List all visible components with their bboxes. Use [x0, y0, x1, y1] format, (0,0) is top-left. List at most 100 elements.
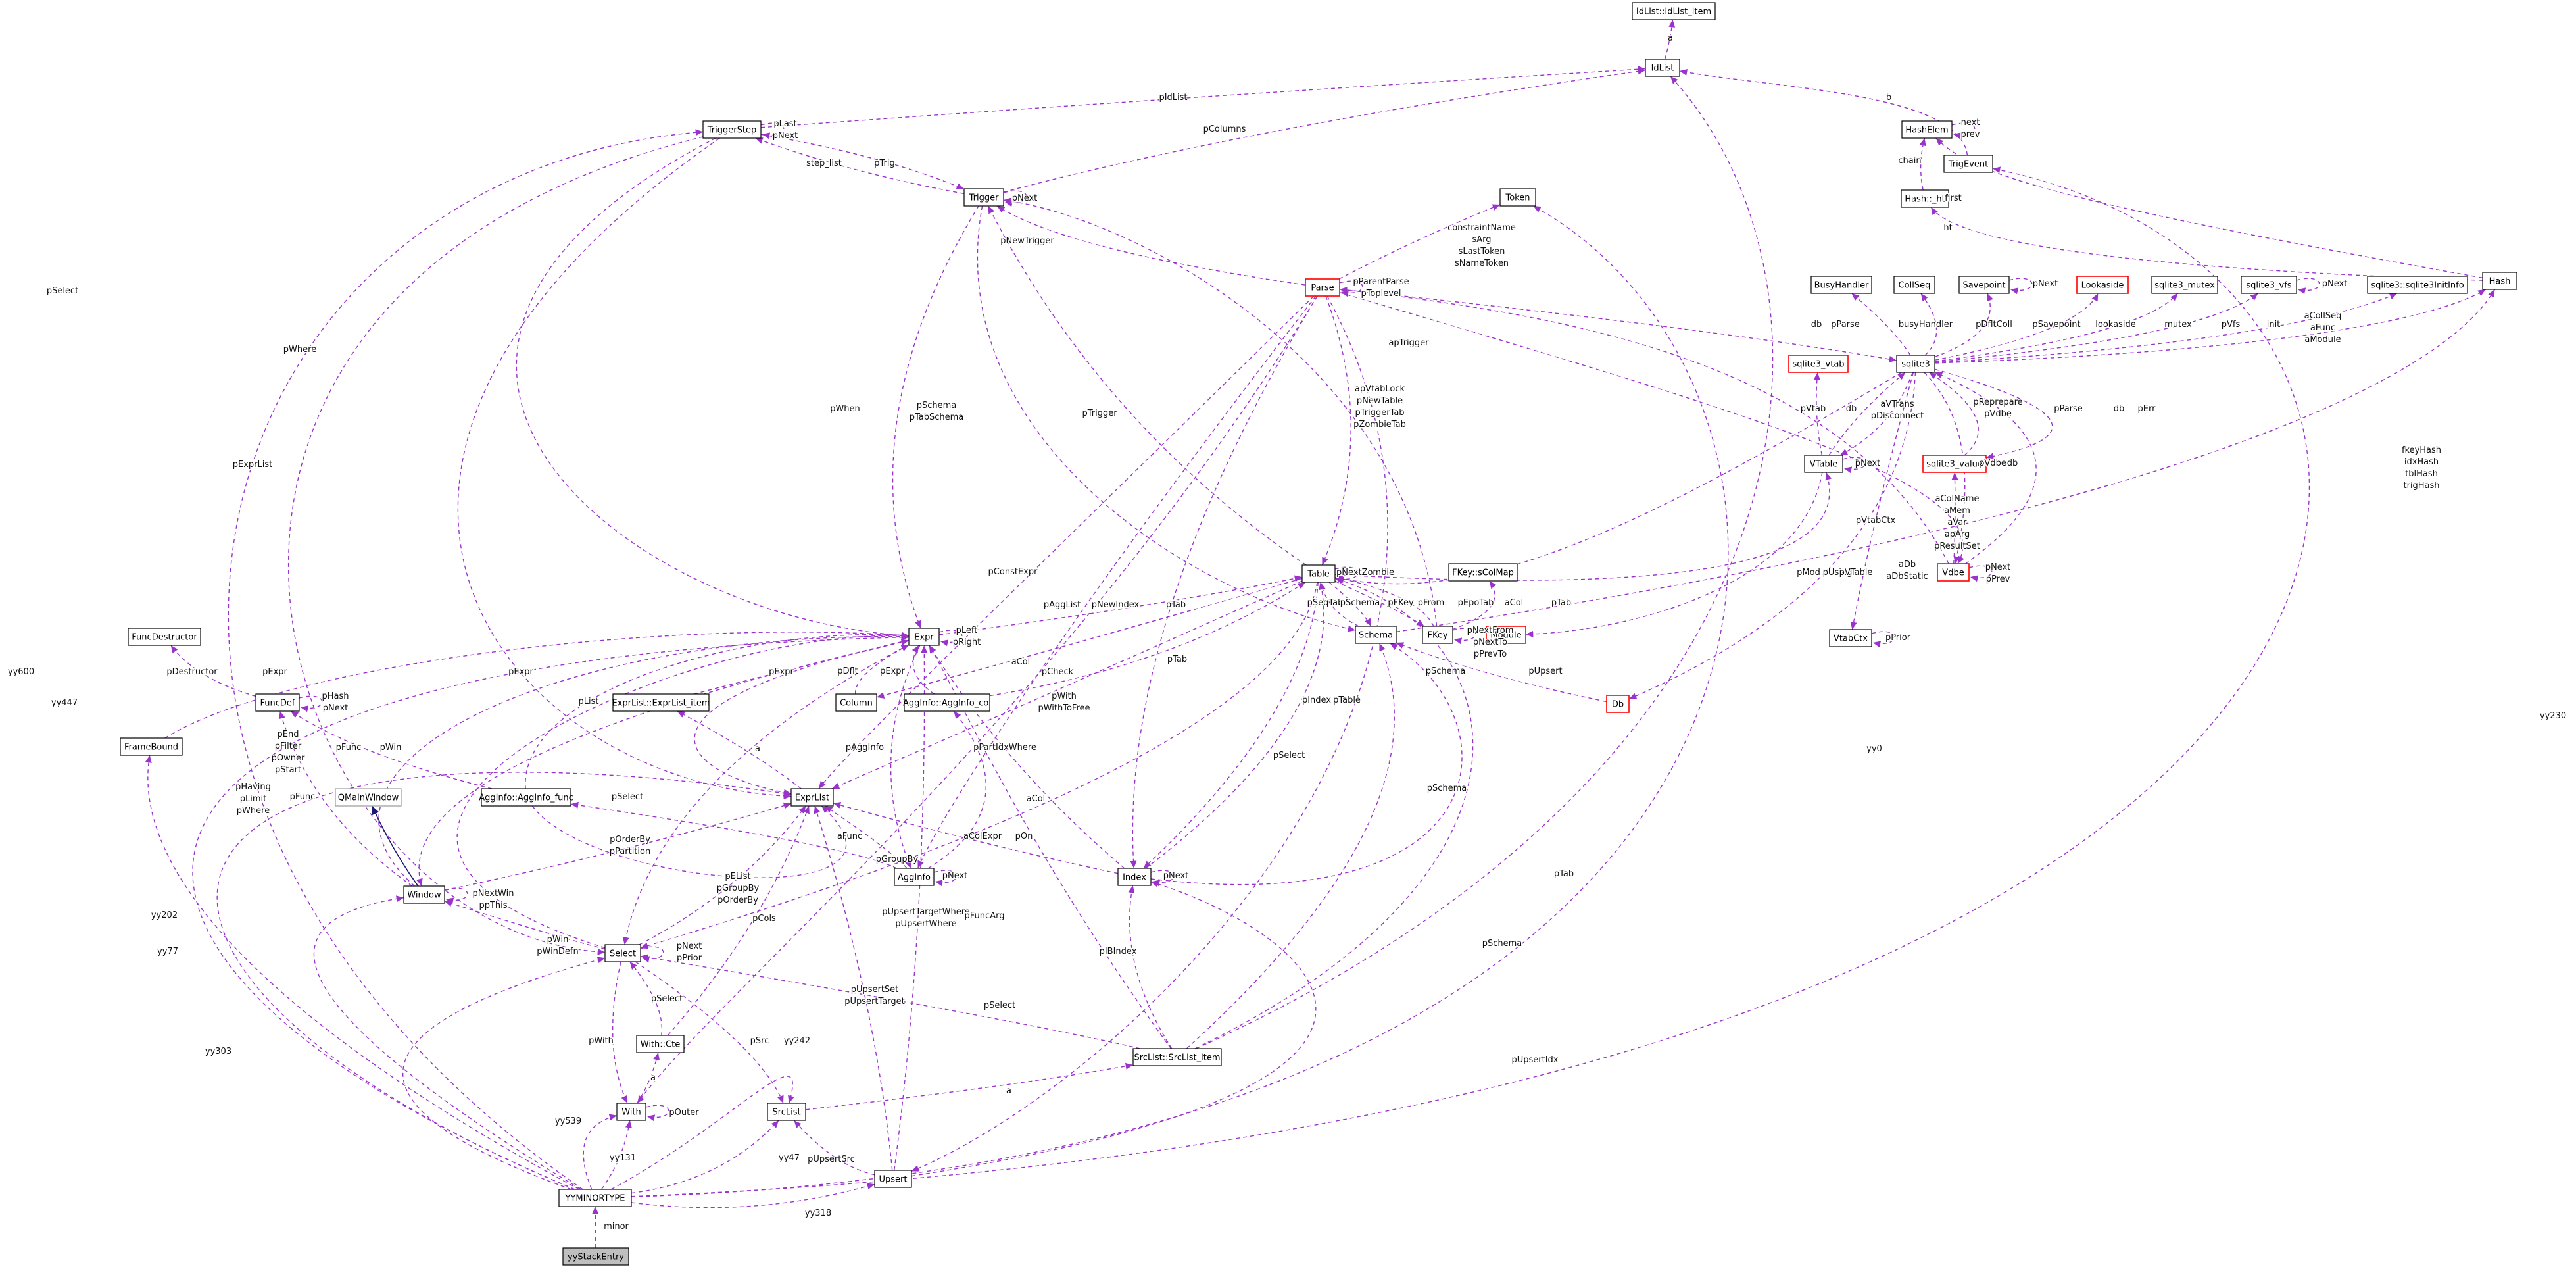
- node-withcte[interactable]: With::Cte: [636, 1035, 685, 1053]
- node-yyminortype[interactable]: YYMINORTYPE: [558, 1189, 632, 1207]
- node-label-qmainwindow: QMainWindow: [338, 793, 399, 803]
- node-agginfo[interactable]: AggInfo: [894, 868, 935, 886]
- edge-yyminortype-exprlist: [216, 772, 792, 1190]
- self-edge-vtabctx: [1871, 631, 1895, 648]
- edge-label: pDflt: [837, 666, 858, 676]
- node-trigger[interactable]: Trigger: [963, 188, 1004, 207]
- node-hashelem[interactable]: HashElem: [1901, 120, 1953, 139]
- edge-label: pExpr: [769, 667, 794, 677]
- edge-label: pPartIdxWhere: [973, 743, 1036, 753]
- edge-table-column: [876, 578, 1303, 699]
- self-edge-index: [1150, 870, 1175, 887]
- node-select[interactable]: Select: [604, 944, 641, 962]
- edge-hash-hash_ht: [1930, 207, 2483, 281]
- node-funcdestructor[interactable]: FuncDestructor: [128, 628, 201, 646]
- edge-select-with: [612, 961, 628, 1104]
- node-box-with: [616, 1103, 646, 1121]
- node-with[interactable]: With: [616, 1103, 646, 1121]
- edge-sqlite3-hash: [1934, 289, 2486, 364]
- edge-sqlite3-db: [1628, 372, 1916, 700]
- node-hash[interactable]: Hash: [2482, 272, 2517, 290]
- node-collseq[interactable]: CollSeq: [1893, 276, 1935, 294]
- node-vfs[interactable]: sqlite3_vfs: [2241, 276, 2297, 294]
- node-trigevent[interactable]: TrigEvent: [1943, 155, 1993, 173]
- node-table[interactable]: Table: [1301, 564, 1336, 583]
- node-framebound[interactable]: FrameBound: [120, 737, 183, 756]
- node-box-upsert: [874, 1170, 912, 1188]
- node-scolmap[interactable]: FKey::sColMap: [1448, 563, 1518, 582]
- node-box-triggerstep: [702, 120, 762, 139]
- node-label-trigger: Trigger: [969, 193, 999, 203]
- node-label-mutex: sqlite3_mutex: [2154, 281, 2215, 291]
- node-window[interactable]: Window: [403, 885, 445, 904]
- node-hash_ht[interactable]: Hash::_ht: [1901, 189, 1949, 208]
- edge-sqlite3-busyhandler: [1851, 293, 1911, 356]
- node-column[interactable]: Column: [835, 693, 877, 712]
- node-busyhandler[interactable]: BusyHandler: [1810, 276, 1872, 294]
- edge-yyminortype-token: [631, 205, 1729, 1197]
- edge-label: pIndex: [1302, 695, 1331, 705]
- node-initinfo[interactable]: sqlite3::sqlite3InitInfo: [2367, 276, 2468, 294]
- node-index[interactable]: Index: [1117, 868, 1152, 886]
- edge-label: aCol: [1027, 794, 1046, 804]
- edge-yyminortype-srclist: [610, 1076, 794, 1190]
- edge-label: pNext: [1012, 193, 1038, 203]
- edge-yyminortype-triggerstep: [228, 129, 704, 1190]
- edge-label: pCols: [752, 914, 776, 924]
- node-srclist[interactable]: SrcList: [767, 1103, 806, 1121]
- node-vtabctx[interactable]: VtabCtx: [1829, 629, 1872, 647]
- node-vtable[interactable]: VTable: [1804, 455, 1843, 473]
- node-fkey[interactable]: FKey: [1422, 626, 1453, 644]
- node-module[interactable]: Module: [1486, 626, 1526, 644]
- edge-srclist-srclist_item: [805, 1062, 1134, 1110]
- edge-agginfo-agginfo_col: [927, 710, 986, 869]
- node-db[interactable]: Db: [1606, 695, 1630, 713]
- node-exprlist[interactable]: ExprList: [790, 788, 834, 807]
- edge-label: pFunc: [290, 792, 316, 802]
- node-value[interactable]: sqlite3_value: [1922, 455, 1987, 473]
- edge-label: db: [1846, 404, 1857, 414]
- node-vdbe[interactable]: Vdbe: [1937, 563, 1970, 582]
- node-yystackentry[interactable]: yyStackEntry: [562, 1247, 629, 1266]
- node-label-scolmap: FKey::sColMap: [1452, 568, 1514, 578]
- edge-label: pTable: [1333, 695, 1361, 705]
- edge-yyminortype-upsert: [631, 1183, 875, 1208]
- edge-label: pOn: [1015, 832, 1033, 841]
- node-exprlist_item[interactable]: ExprList::ExprList_item: [612, 693, 710, 712]
- edge-label: pParse: [1831, 320, 1860, 330]
- node-schema[interactable]: Schema: [1355, 626, 1397, 644]
- node-label-window: Window: [407, 891, 441, 901]
- node-parse[interactable]: Parse: [1305, 278, 1340, 297]
- node-agginfo_func[interactable]: AggInfo::AggInfo_func: [479, 788, 573, 807]
- edge-exprlist_item-expr: [693, 639, 910, 695]
- node-token[interactable]: Token: [1499, 188, 1536, 207]
- node-qmainwindow[interactable]: QMainWindow: [335, 788, 402, 807]
- node-srclist_item[interactable]: SrcList::SrcList_item: [1132, 1048, 1222, 1066]
- node-box-agginfo_col: [904, 693, 990, 712]
- edge-db-schema: [1396, 642, 1607, 703]
- node-mutex[interactable]: sqlite3_mutex: [2151, 276, 2218, 294]
- node-idlist_item[interactable]: IdList::IdList_item: [1632, 2, 1716, 20]
- edge-label: pNext: [1163, 871, 1189, 881]
- edge-vtable-module: [1525, 472, 1823, 637]
- node-triggerstep[interactable]: TriggerStep: [702, 120, 762, 139]
- node-box-initinfo: [2367, 276, 2468, 294]
- node-savepoint[interactable]: Savepoint: [1958, 276, 2010, 294]
- node-sqlite3[interactable]: sqlite3: [1896, 355, 1935, 373]
- node-idlist[interactable]: IdList: [1645, 59, 1680, 77]
- node-funcdef[interactable]: FuncDef: [255, 693, 300, 712]
- node-label-funcdestructor: FuncDestructor: [132, 633, 197, 643]
- node-lookaside[interactable]: Lookaside: [2076, 276, 2129, 294]
- edge-label: pTab: [1551, 598, 1571, 608]
- edge-label: pExprList: [233, 460, 272, 470]
- node-agginfo_col[interactable]: AggInfo::AggInfo_col: [903, 693, 991, 712]
- node-upsert[interactable]: Upsert: [874, 1170, 912, 1188]
- node-box-hash: [2482, 272, 2517, 290]
- node-expr[interactable]: Expr: [908, 628, 940, 646]
- node-vtab[interactable]: sqlite3_vtab: [1788, 355, 1849, 373]
